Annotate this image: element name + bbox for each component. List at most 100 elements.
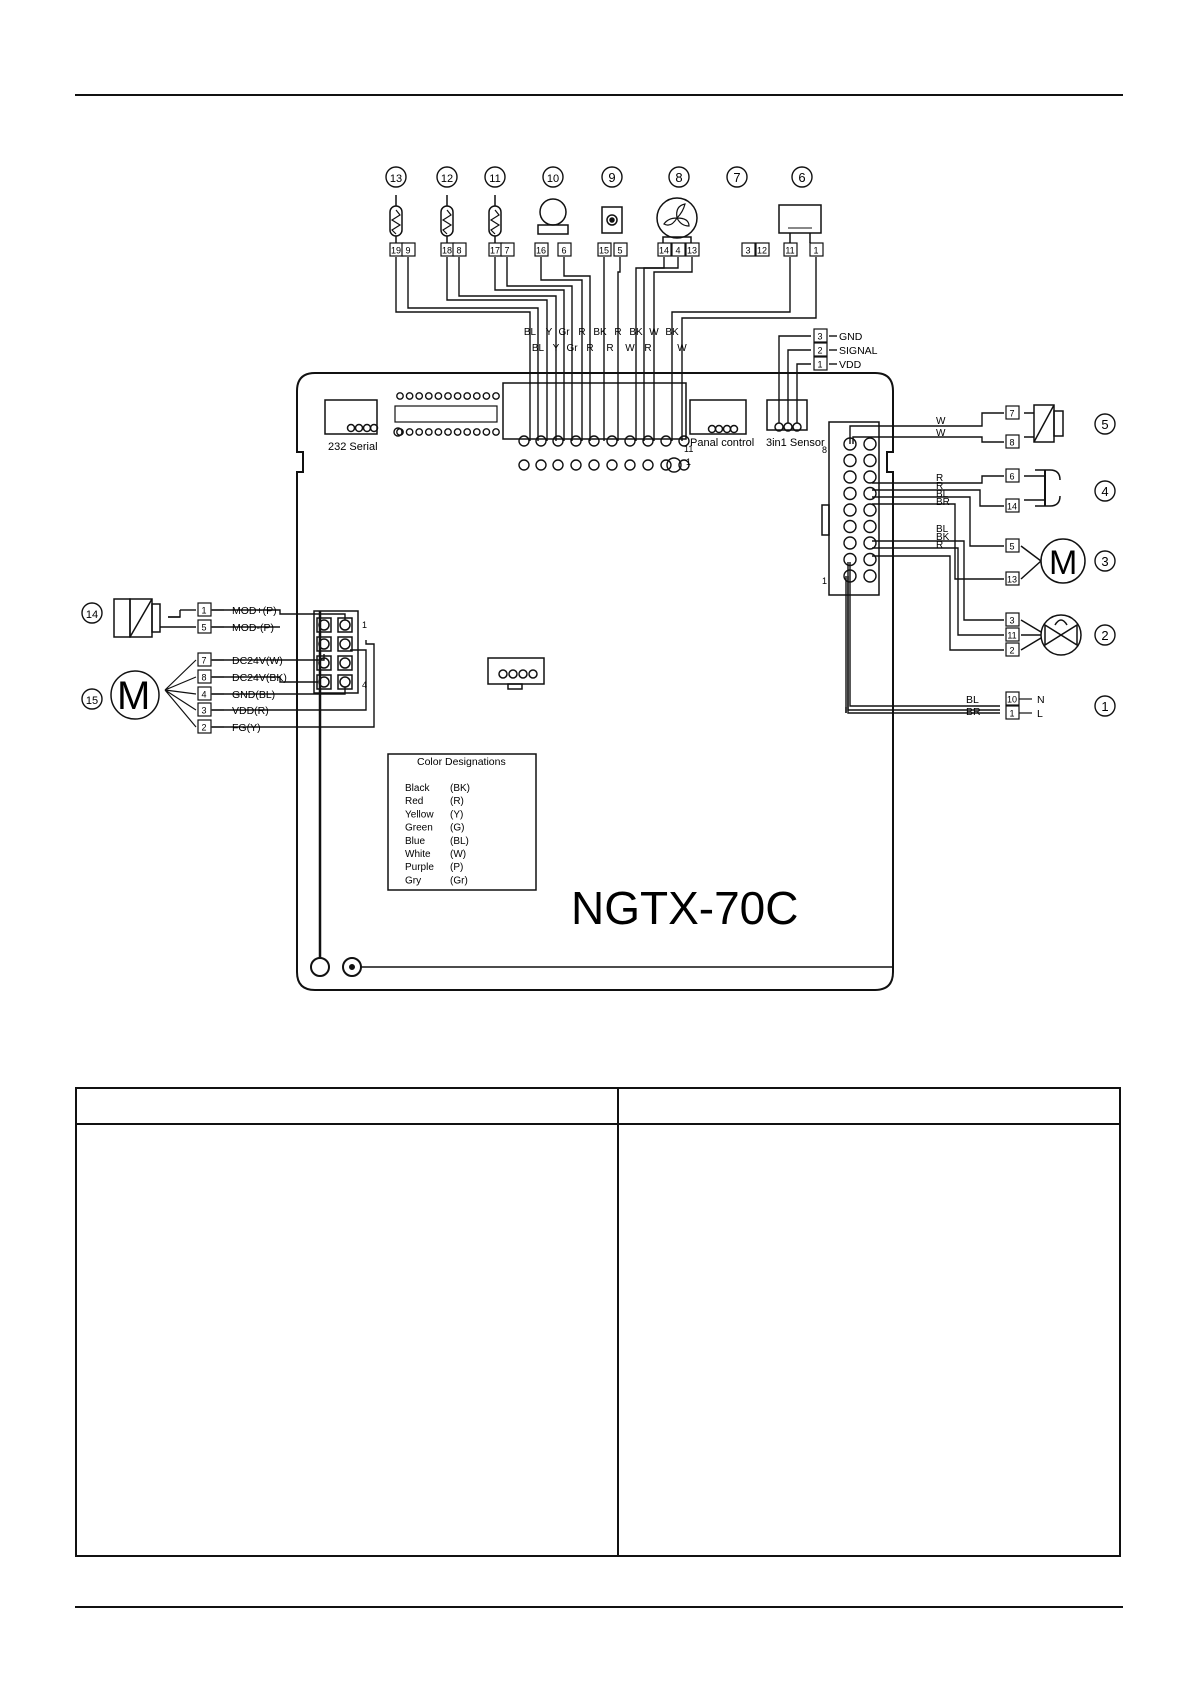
callout-12-circle: [436, 166, 458, 188]
top-pin-number-box: [809, 242, 824, 257]
wire-color-label: BL: [936, 489, 949, 500]
left-wire-label: DC24V(W): [232, 655, 283, 667]
callout-6-circle: [791, 166, 813, 188]
dip-bottom-pin: [482, 428, 491, 436]
wire-color-label: BL: [532, 343, 545, 354]
wire-color-label: R: [606, 343, 613, 354]
pin4-mark: 4: [362, 680, 367, 690]
pin11-mark: 11: [684, 444, 693, 454]
callout-10-circle: [542, 166, 564, 188]
right-pin-number: 8: [1009, 438, 1014, 448]
dip-bottom-pin: [472, 428, 481, 436]
right-pin-number: 6: [1009, 472, 1014, 482]
right-pin-number: 14: [1007, 502, 1017, 512]
callout-12: 12: [441, 173, 453, 185]
power-wire-color: BL: [966, 694, 979, 706]
right-pin-a: [843, 486, 857, 501]
top-pin-number: 5: [617, 246, 622, 256]
right-pin-number: 7: [1009, 409, 1014, 419]
legend-color-code: (G): [450, 823, 464, 834]
callout-7-circle: [726, 166, 748, 188]
sensor-pin-number: 2: [817, 346, 822, 356]
dip-top-pin: [434, 392, 443, 400]
callout-13: 13: [390, 173, 402, 185]
left-pin-number: 1: [201, 606, 206, 616]
sensor-wiring: [778, 335, 837, 423]
callout-1: 1: [1101, 699, 1108, 714]
pin1-mark-right: 1: [822, 576, 827, 586]
main-pin-top: [642, 435, 654, 447]
wire-color-label: R: [936, 473, 943, 484]
power-terminal-label: L: [1037, 708, 1043, 720]
legend-color-code: (BK): [450, 783, 470, 794]
top-pin-number: 8: [456, 246, 461, 256]
wire-color-label: Gr: [566, 343, 578, 354]
top-pin-number-box: [613, 242, 628, 257]
power-wire-color: BR: [966, 706, 981, 718]
wire-color-label: BK: [665, 327, 679, 338]
legend-color-code: (Gr): [450, 875, 468, 886]
table-header-row: [77, 1089, 1119, 1125]
dip-pin-marker: [393, 427, 403, 437]
callout-14: 14: [86, 609, 98, 621]
right-pin-b: [863, 453, 877, 468]
dip-pins: [393, 392, 500, 437]
top-components: [389, 195, 822, 245]
legend-color-code: (W): [450, 849, 466, 860]
dip-bottom-pin: [453, 428, 462, 436]
legend-color-code: (P): [450, 862, 463, 873]
top-pin-number-box: [534, 242, 549, 257]
right-pin-number-box: [1005, 642, 1020, 657]
main-pin-top: [570, 435, 582, 447]
right-pin-number: 13: [1007, 575, 1017, 585]
top-pin-number-box: [783, 242, 798, 257]
right-pin-a: [843, 536, 857, 550]
top-pin-number-box: [671, 242, 686, 257]
callout-10: 10: [547, 173, 559, 185]
dip-top-pin: [415, 392, 424, 400]
left-wire-label: MOD+(P): [232, 605, 277, 617]
legend-title: Color Designations: [417, 756, 506, 768]
top-pin-number: 18: [442, 246, 452, 256]
main-connector: [502, 382, 687, 440]
main-pin-top: [606, 435, 618, 447]
dip-top-pin: [444, 392, 452, 400]
top-pin-number: 17: [490, 246, 500, 256]
top-pin-number-box: [755, 242, 770, 257]
top-pin-number-box: [401, 242, 416, 257]
serial-connector: [324, 399, 379, 435]
top-pin-number-box: [741, 242, 756, 257]
main-pin-bottom: [660, 459, 672, 471]
right-pin-a: [843, 453, 857, 468]
dip-bottom-pin: [463, 428, 472, 436]
wire-color-label: W: [649, 327, 659, 338]
right-pin-number-box: [1005, 405, 1020, 420]
legend-color-name: Red: [405, 796, 423, 807]
callout-13-circle: [385, 166, 407, 188]
legend-color-name: Black: [405, 783, 430, 794]
dip-top-pin: [482, 392, 491, 400]
callout-2-circle: [1094, 624, 1116, 646]
sensor-pin-number: 3: [817, 332, 822, 342]
callout-3: 3: [1101, 554, 1108, 569]
wire-color-label: R: [936, 540, 943, 551]
main-pin-bottom: [535, 459, 547, 471]
top-pin-number: 19: [391, 246, 401, 256]
pin8-mark: 8: [822, 445, 827, 455]
wire-color-label: Gr: [558, 327, 570, 338]
top-pin-number: 15: [599, 246, 609, 256]
main-connector-pins: [518, 435, 690, 473]
wire-color-label: Y: [546, 327, 553, 338]
color-legend: Color Designations Black(BK)Red(R)Yellow…: [387, 753, 537, 891]
pin1-mark-left: 1: [362, 620, 367, 630]
main-pin-bottom: [552, 459, 564, 471]
dip-bottom-pin: [415, 428, 424, 436]
legend-color-code: (BL): [450, 836, 469, 847]
left-wire-label: MOD-(P): [232, 622, 274, 634]
left-wire-label: GND(BL): [232, 689, 275, 701]
